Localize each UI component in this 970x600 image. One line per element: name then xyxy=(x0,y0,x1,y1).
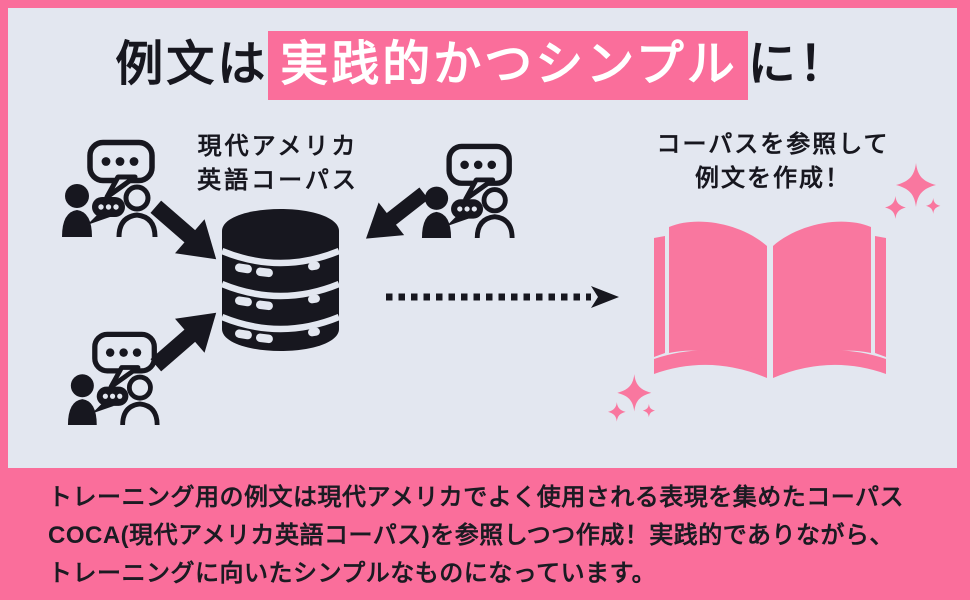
result-label-line2: 例文を作成！ xyxy=(695,165,851,192)
arrow-icon xyxy=(366,187,429,239)
caption-line: トレーニング用の例文は現代アメリカでよく使用される表現を集めたコーパス xyxy=(48,484,905,511)
corpus-label: 現代アメリカ 英語コーパス xyxy=(148,130,408,198)
caption: トレーニング用の例文は現代アメリカでよく使用される表現を集めたコーパス COCA… xyxy=(48,479,948,593)
corpus-label-line1: 現代アメリカ xyxy=(197,133,359,160)
page-title: 例文は実践的かつシンプルに！ xyxy=(8,24,957,100)
conversation-icon xyxy=(421,143,515,239)
title-highlight: 実践的かつシンプル xyxy=(268,31,748,100)
sparkle-cluster-icon xyxy=(608,374,656,422)
corpus-label-line2: 英語コーパス xyxy=(197,167,359,194)
caption-line: COCA(現代アメリカ英語コーパス)を参照しつつ作成！実践的でありながら、 xyxy=(48,522,895,549)
arrow-icon xyxy=(150,312,217,372)
conversation-icon xyxy=(67,331,160,426)
result-label: コーパスを参照して 例文を作成！ xyxy=(638,128,908,196)
diagram-panel: 例文は実践的かつシンプルに！ 現代アメリカ 英語コーパス コーパスを参照して 例… xyxy=(8,8,957,468)
result-label-line1: コーパスを参照して xyxy=(656,131,890,158)
dotted-arrow-icon xyxy=(386,286,619,308)
title-prefix: 例文は xyxy=(115,38,269,91)
caption-line: トレーニングに向いたシンプルなものになっています。 xyxy=(48,560,657,587)
database-icon xyxy=(220,209,341,351)
open-book-icon xyxy=(654,221,886,378)
title-suffix: に！ xyxy=(747,38,850,91)
conversation-icon xyxy=(62,139,158,238)
arrow-icon xyxy=(150,200,217,260)
sparkle-cluster-icon xyxy=(885,163,941,219)
